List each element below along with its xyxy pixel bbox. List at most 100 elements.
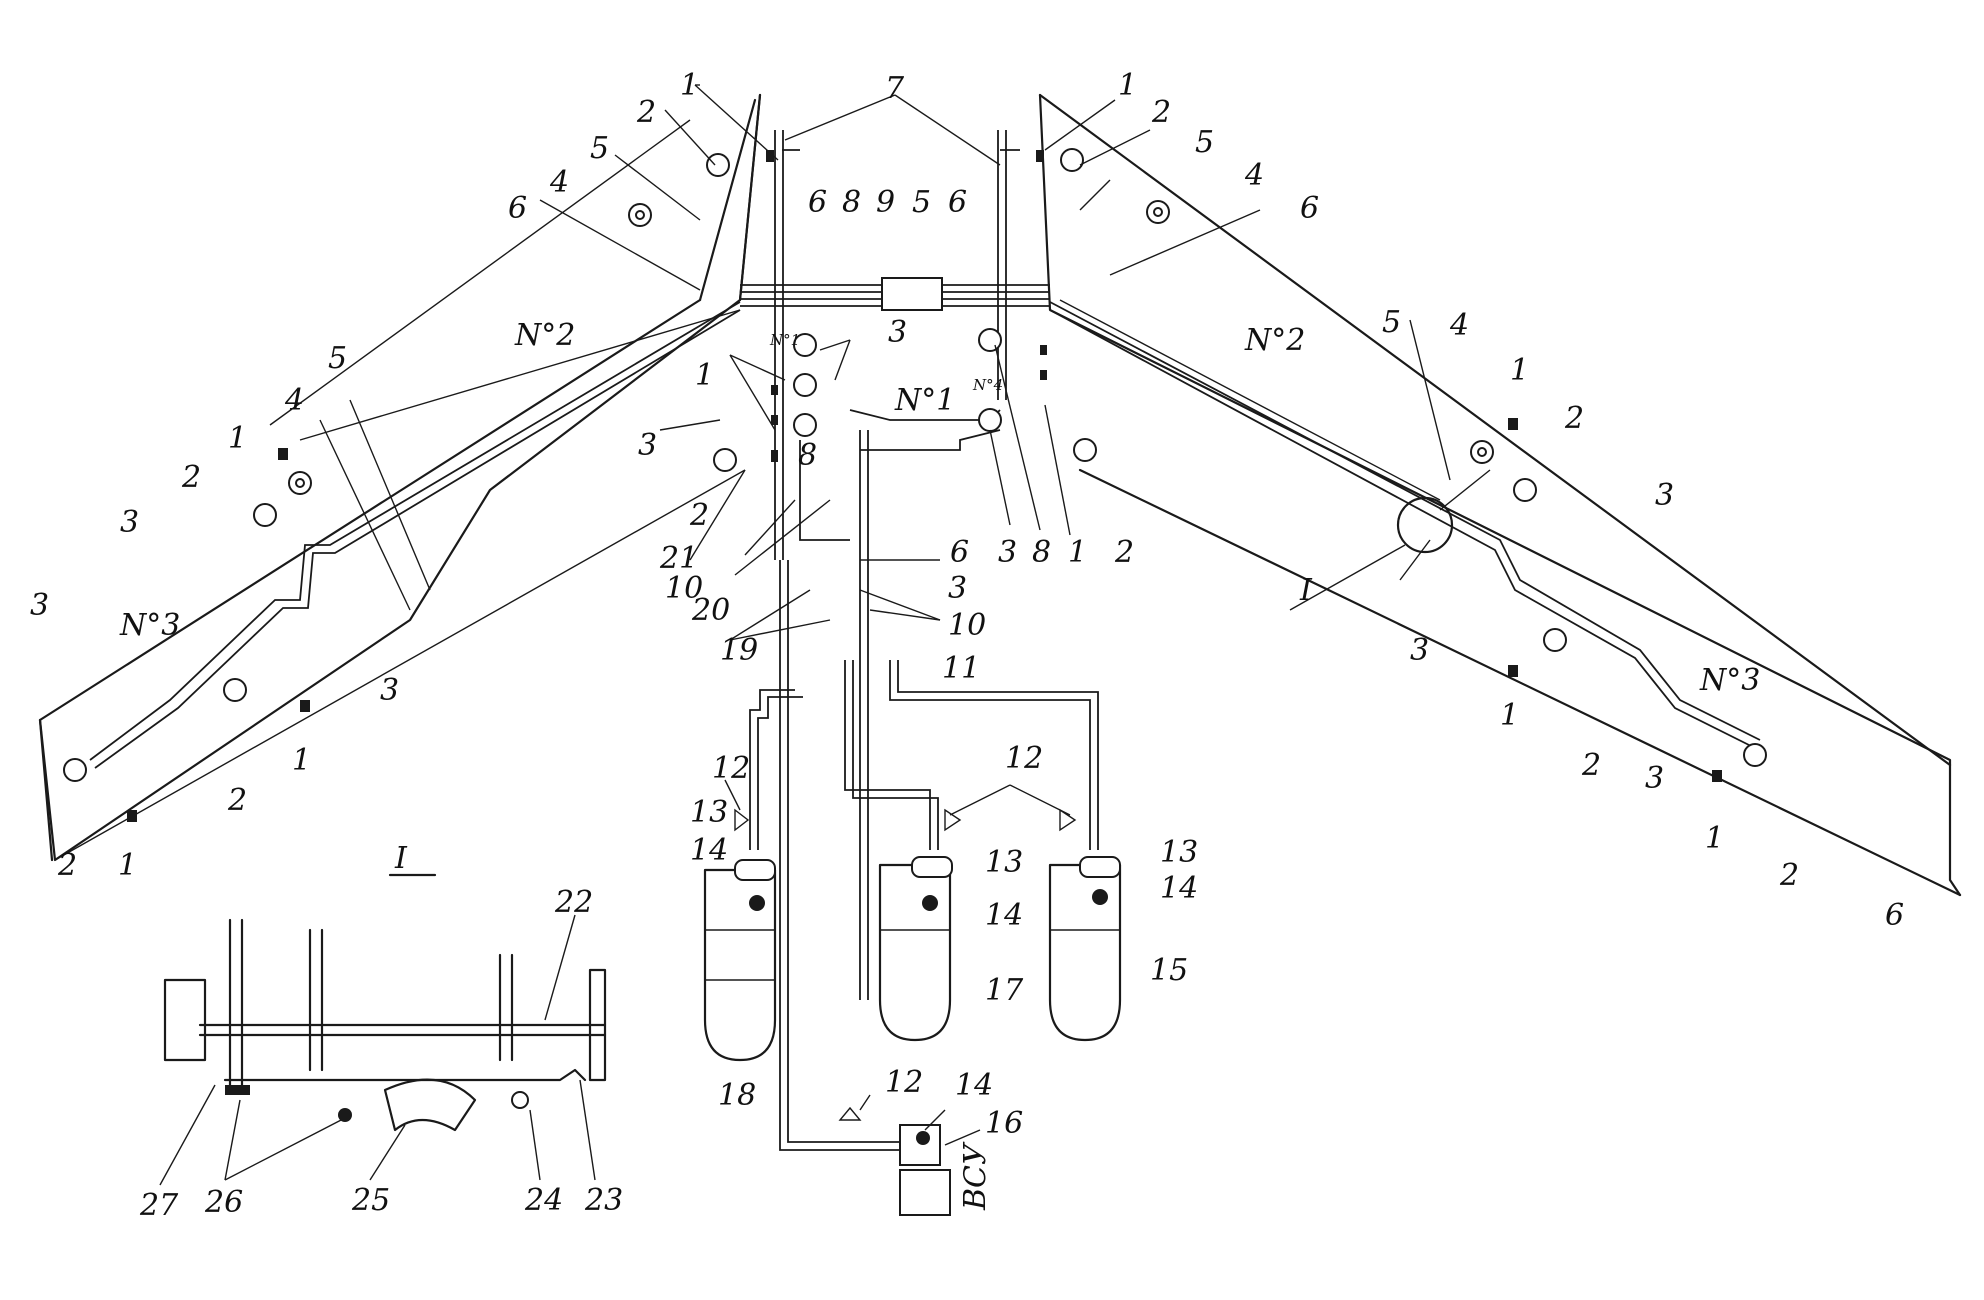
- zone-label-left-outer: N°3: [119, 608, 180, 643]
- sensors: [127, 150, 1722, 822]
- callout-5-b: 5: [912, 185, 931, 220]
- zone-label-right-outer: N°3: [1699, 663, 1760, 698]
- callout-14-a: 14: [690, 833, 728, 868]
- callout-25: 25: [351, 1183, 390, 1218]
- callout-3-c: 3: [380, 673, 399, 708]
- callout-1-j: 1: [1705, 821, 1724, 856]
- callout-12-b: 12: [1005, 741, 1043, 776]
- callout-2-e: 2: [57, 848, 77, 883]
- callout-10-a: 10: [665, 571, 703, 606]
- callout-8-b: 8: [798, 438, 817, 473]
- callout-5-c: 5: [1195, 125, 1214, 160]
- callout-2-i: 2: [1581, 748, 1601, 783]
- callout-3-h: 3: [1655, 478, 1674, 513]
- engine-18: [703, 859, 777, 1062]
- callout-17: 17: [985, 973, 1024, 1008]
- callout-2-j: 2: [1779, 858, 1799, 893]
- callout-1-b: 1: [1118, 68, 1137, 103]
- callout-20: 20: [691, 593, 730, 628]
- callout-numbers: 1 2 5 4 6 7 6 8 9 5 6 1 2 5 4 6 5 4 1 2 …: [30, 68, 1904, 1223]
- callout-21: 21: [659, 541, 698, 576]
- callout-7: 7: [885, 71, 905, 106]
- detail-callout-label: I: [1299, 573, 1313, 608]
- callout-23: 23: [584, 1183, 623, 1218]
- callout-4-d: 4: [1449, 308, 1469, 343]
- zone-label-center: N°1: [894, 383, 955, 418]
- callout-6-e: 6: [950, 535, 969, 570]
- callout-6-c: 6: [948, 185, 967, 220]
- callout-26: 26: [204, 1185, 243, 1220]
- callout-1-c: 1: [228, 421, 247, 456]
- callout-2-d: 2: [227, 783, 247, 818]
- callout-1-h: 1: [1510, 353, 1529, 388]
- callout-3-d: 3: [888, 315, 907, 350]
- callout-14-d: 14: [955, 1068, 993, 1103]
- callout-6-b: 6: [808, 185, 827, 220]
- callout-24: 24: [524, 1183, 563, 1218]
- callout-3-i: 3: [1410, 633, 1429, 668]
- callout-1-e: 1: [118, 848, 137, 883]
- drain-valves: [734, 808, 1077, 1121]
- callout-14-c: 14: [1160, 871, 1198, 906]
- callout-3-j: 3: [1645, 761, 1664, 796]
- callout-2-g: 2: [1114, 535, 1134, 570]
- callout-1-d: 1: [292, 743, 311, 778]
- detail-title: I: [394, 841, 408, 876]
- detail-leaders: [159, 914, 596, 1186]
- callout-2-c: 2: [181, 460, 201, 495]
- unit-9: [881, 277, 943, 311]
- callout-19: 19: [720, 633, 758, 668]
- apu-unit: [899, 1124, 951, 1216]
- callout-3-g: 3: [998, 535, 1017, 570]
- callout-2-b: 2: [1151, 95, 1171, 130]
- callout-16: 16: [985, 1106, 1023, 1141]
- callout-13-a: 13: [690, 795, 728, 830]
- callout-10-b: 10: [948, 608, 986, 643]
- fuel-gauges: [288, 200, 1494, 495]
- callout-27: 27: [139, 1188, 179, 1223]
- callout-3-b: 3: [30, 588, 49, 623]
- callout-6-d: 6: [1300, 191, 1319, 226]
- callout-4-a: 4: [549, 165, 569, 200]
- callout-5-a: 5: [590, 131, 609, 166]
- zone-label-left-inner: N°2: [514, 318, 575, 353]
- callout-5-e: 5: [1382, 305, 1401, 340]
- detail-callout-circle: [1396, 496, 1454, 554]
- callout-2-h: 2: [1564, 401, 1584, 436]
- callout-14-b: 14: [985, 898, 1023, 933]
- callout-13-b: 13: [985, 845, 1023, 880]
- callout-1-f: 1: [695, 358, 714, 393]
- pumps: [63, 148, 1767, 782]
- callout-1-i: 1: [1500, 698, 1519, 733]
- callout-12-c: 12: [885, 1065, 923, 1100]
- callout-3-e: 3: [638, 428, 657, 463]
- callout-9: 9: [876, 185, 895, 220]
- callout-4-c: 4: [284, 383, 304, 418]
- callout-22: 22: [554, 885, 593, 920]
- zone-label-right-inner: N°2: [1244, 323, 1305, 358]
- callout-13-c: 13: [1160, 835, 1198, 870]
- callout-11: 11: [942, 651, 980, 686]
- left-wing: [38, 93, 762, 862]
- callout-3-a: 3: [120, 505, 139, 540]
- callout-6-a: 6: [508, 191, 527, 226]
- callout-1-a: 1: [680, 68, 699, 103]
- callout-4-b: 4: [1244, 158, 1264, 193]
- callout-15: 15: [1150, 953, 1188, 988]
- callout-3-f: 3: [948, 571, 967, 606]
- tank-label-1: N°1: [769, 331, 800, 349]
- callout-18: 18: [718, 1078, 756, 1113]
- callout-2-a: 2: [636, 95, 656, 130]
- leader-lines: [539, 84, 1451, 1146]
- detail-I: [163, 873, 607, 1132]
- apu-label: ВСУ: [958, 1141, 993, 1211]
- right-wing: [1038, 93, 1962, 897]
- engine-17: [878, 856, 953, 1042]
- callout-12-a: 12: [712, 751, 750, 786]
- callout-5-d: 5: [328, 341, 347, 376]
- callout-8-a: 8: [842, 185, 861, 220]
- center-piping: [89, 130, 1761, 1151]
- callout-6-f: 6: [1885, 898, 1904, 933]
- callout-1-g: 1: [1068, 535, 1087, 570]
